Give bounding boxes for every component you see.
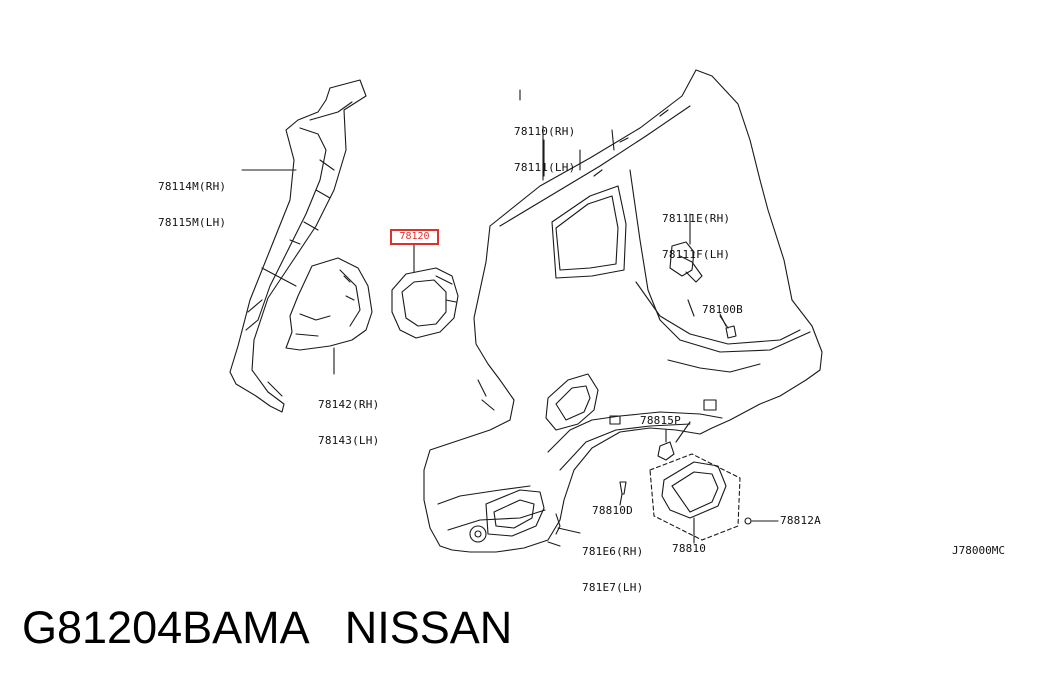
wheelhouse-bracket-drawing: [285, 257, 373, 351]
label-78142: 78142(RH) 78143(LH): [318, 375, 379, 471]
brand-name: NISSAN: [344, 602, 513, 653]
highlighted-part-78120[interactable]: 78120: [390, 229, 439, 245]
body-filler-opening-drawing: [545, 373, 599, 431]
label-78810: 78810: [672, 542, 707, 555]
label-78110-lh: 78111(LH): [514, 161, 576, 174]
parts-diagram: 78110(RH) 78111(LH) 78114M(RH) 78115M(LH…: [158, 69, 1005, 594]
label-78110-rh: 78110(RH): [514, 125, 576, 138]
label-78142-rh: 78142(RH): [318, 398, 380, 411]
label-78111e-rh: 78111E(RH): [662, 212, 731, 225]
diagram-code: J78000MC: [952, 544, 1005, 557]
label-78810d: 78810D: [592, 504, 633, 517]
part-number: G81204BAMA: [22, 602, 308, 653]
label-781e6: 781E6(RH) 781E7(LH): [582, 522, 643, 618]
part-caption: G81204BAMA NISSAN: [22, 600, 512, 656]
label-78110: 78110(RH) 78111(LH): [514, 102, 575, 198]
label-78114m-rh: 78114M(RH): [158, 180, 227, 193]
pillar-inner-panel-drawing: [229, 79, 367, 413]
fuel-filler-lid-drawing: [649, 453, 741, 541]
label-78114m-lh: 78115M(LH): [158, 216, 227, 229]
fuel-filler-pocket-drawing: [391, 267, 459, 339]
label-78812a: 78812A: [780, 514, 821, 527]
fastener-drawings: [547, 481, 752, 547]
label-78100b: 78100B: [702, 303, 743, 316]
clip-78100b-drawing: [725, 325, 737, 339]
label-781e6-rh: 781E6(RH): [582, 545, 644, 558]
clip-78111e-drawing: [669, 241, 703, 283]
rear-lower-section-drawing: [469, 489, 545, 543]
diagram-drawing: [229, 69, 823, 553]
label-78111e-lh: 78111F(LH): [662, 248, 731, 261]
label-78142-lh: 78143(LH): [318, 434, 380, 447]
label-78815p: 78815P: [640, 414, 681, 427]
label-781e6-lh: 781E7(LH): [582, 581, 644, 594]
label-78111e: 78111E(RH) 78111F(LH): [662, 189, 730, 285]
part-78815p-drawing: [657, 429, 675, 461]
label-78114m: 78114M(RH) 78115M(LH): [158, 157, 226, 253]
body-side-outer-drawing: [423, 69, 823, 553]
leader-lines: [241, 125, 779, 544]
